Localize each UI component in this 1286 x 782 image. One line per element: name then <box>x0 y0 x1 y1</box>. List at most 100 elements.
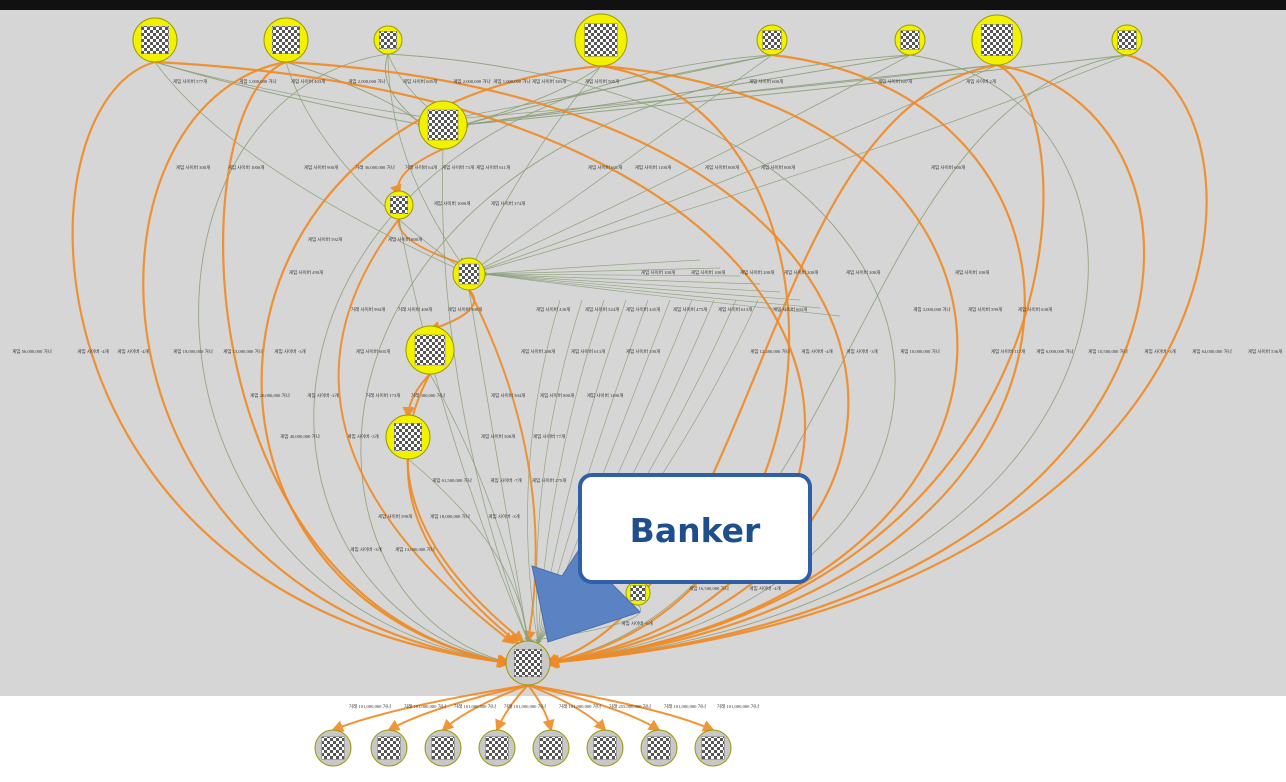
player-node[interactable] <box>132 17 178 63</box>
player-node[interactable] <box>894 24 926 56</box>
edge-label: 게임 사이버 374개 <box>491 200 526 207</box>
account-node[interactable] <box>478 729 516 767</box>
edge-label: 게임 16,500,000 거나 <box>689 585 730 592</box>
edge <box>331 684 529 732</box>
account-node[interactable] <box>370 729 408 767</box>
edge-label: 거래 사이버 173개 <box>366 392 401 399</box>
player-node[interactable] <box>385 414 431 460</box>
edge-label: 게임 13,000,000 거나 <box>223 348 264 355</box>
edge-label: 게임 20,000,000 거나 <box>250 392 291 399</box>
edge <box>482 272 821 309</box>
edge <box>543 64 959 669</box>
edge <box>387 53 896 666</box>
edge-label: 게임 사이버 800개 <box>705 164 740 171</box>
edge <box>468 54 1128 276</box>
account-node[interactable] <box>532 729 570 767</box>
edge-label: 거래 101,000,000 거나 <box>717 703 760 710</box>
edge-label: 거래 101,000,000 거나 <box>349 703 392 710</box>
edge-label: 게임 40,000,000 거나 <box>280 433 321 440</box>
edge <box>154 61 444 122</box>
edge <box>535 299 583 644</box>
player-node[interactable] <box>452 257 486 291</box>
edge-label: 게임 사이버 -7개 <box>490 477 521 484</box>
edge <box>545 54 1089 666</box>
account-node[interactable] <box>694 729 732 767</box>
edge-label: 게임 사이버 577개 <box>173 78 208 85</box>
account-node[interactable] <box>314 729 352 767</box>
edge-label: 게임 사이버 300개 <box>176 164 211 171</box>
edge-label: 게임 사이버 638개 <box>1018 306 1053 313</box>
account-node[interactable] <box>586 729 624 767</box>
edge <box>387 53 470 275</box>
account-node[interactable] <box>424 729 462 767</box>
edge-label: 게임 사이버 2개 <box>966 78 996 85</box>
player-node[interactable] <box>971 14 1023 66</box>
edge-label: 게임 사이버 500개 <box>481 433 516 440</box>
edge-label: 게임 18,000,000 거나 <box>430 513 471 520</box>
edge-label: 게임 사이버 280개 <box>521 348 556 355</box>
edge-label: 게임 사이버 445개 <box>626 306 661 313</box>
edge <box>360 54 911 665</box>
edge-label: 게임 사이버 613개 <box>718 306 753 313</box>
player-node[interactable] <box>1111 24 1143 56</box>
edge <box>71 60 513 669</box>
edge-label: 게임 사이버 505개 <box>585 78 620 85</box>
top-edge-bar <box>0 0 1286 10</box>
player-node[interactable] <box>405 325 455 375</box>
node-layer <box>132 13 1143 767</box>
edge <box>402 373 431 419</box>
edge-label: 게임 2,000,000 거나 <box>453 78 491 85</box>
edge-label: 게임 사이버 100개 <box>691 269 726 276</box>
edge-label: 게임 사이버 605개 <box>356 348 391 355</box>
edge-label: 거래 101,000,000 거나 <box>404 703 447 710</box>
edge-label: 게임 사이버 800개 <box>761 164 796 171</box>
edge <box>527 684 607 732</box>
edge-label: 게임 56,000,000 거나 <box>12 348 53 355</box>
edge <box>407 458 530 642</box>
account-node[interactable] <box>640 729 678 767</box>
edge-label: 게임 사이버 -6개 <box>621 620 652 627</box>
edge <box>545 64 791 668</box>
edge <box>462 65 602 127</box>
edge <box>462 54 1128 128</box>
edge <box>406 458 520 645</box>
edge-label: 거래 300,000 거나 <box>411 392 446 399</box>
edge-label: 게임 사이버 524개 <box>585 306 620 313</box>
player-node[interactable] <box>418 100 468 150</box>
edge-label: 게임 사이버 -3개 <box>1144 348 1175 355</box>
edge <box>285 60 850 669</box>
edge <box>442 54 773 122</box>
player-node[interactable] <box>756 24 788 56</box>
edge-label: 게임 사이버 -3개 <box>846 348 877 355</box>
player-node[interactable] <box>263 17 309 63</box>
player-node[interactable] <box>373 25 403 55</box>
edge-label: 게임 사이버 605개 <box>403 78 438 85</box>
edge-label: 게임 사이버 800개 <box>388 236 423 243</box>
edge <box>387 684 529 731</box>
edge-label: 게임 사이버 1000개 <box>228 164 265 171</box>
edge-label: 게임 사이버 475개 <box>673 306 708 313</box>
edge <box>482 259 701 276</box>
edge-label: 게임 사이버 100개 <box>641 269 676 276</box>
edge-label: 게임 사이버 603개 <box>773 306 808 313</box>
banker-node[interactable] <box>505 640 551 686</box>
edge <box>545 63 1045 669</box>
edge <box>154 61 424 128</box>
edge-label: 게임 사이버 1000개 <box>434 200 471 207</box>
edge-label: 게임 사이버 599개 <box>968 306 1003 313</box>
edge-label: 게임 사이버 500개 <box>448 306 483 313</box>
banker-callout-label: Banker <box>630 511 761 550</box>
edge-label: 게임 18,000,000 거나 <box>173 348 214 355</box>
player-node[interactable] <box>574 13 628 67</box>
edge <box>482 271 741 277</box>
edge <box>313 54 773 665</box>
edge <box>285 61 470 275</box>
edge <box>406 373 525 643</box>
edge <box>222 60 511 668</box>
edge-label: 게임 사이버 117개 <box>991 348 1025 355</box>
edge <box>468 64 998 275</box>
edge-label: 게임 사이버 200개 <box>784 269 819 276</box>
player-node[interactable] <box>625 580 651 606</box>
player-node[interactable] <box>384 190 414 220</box>
